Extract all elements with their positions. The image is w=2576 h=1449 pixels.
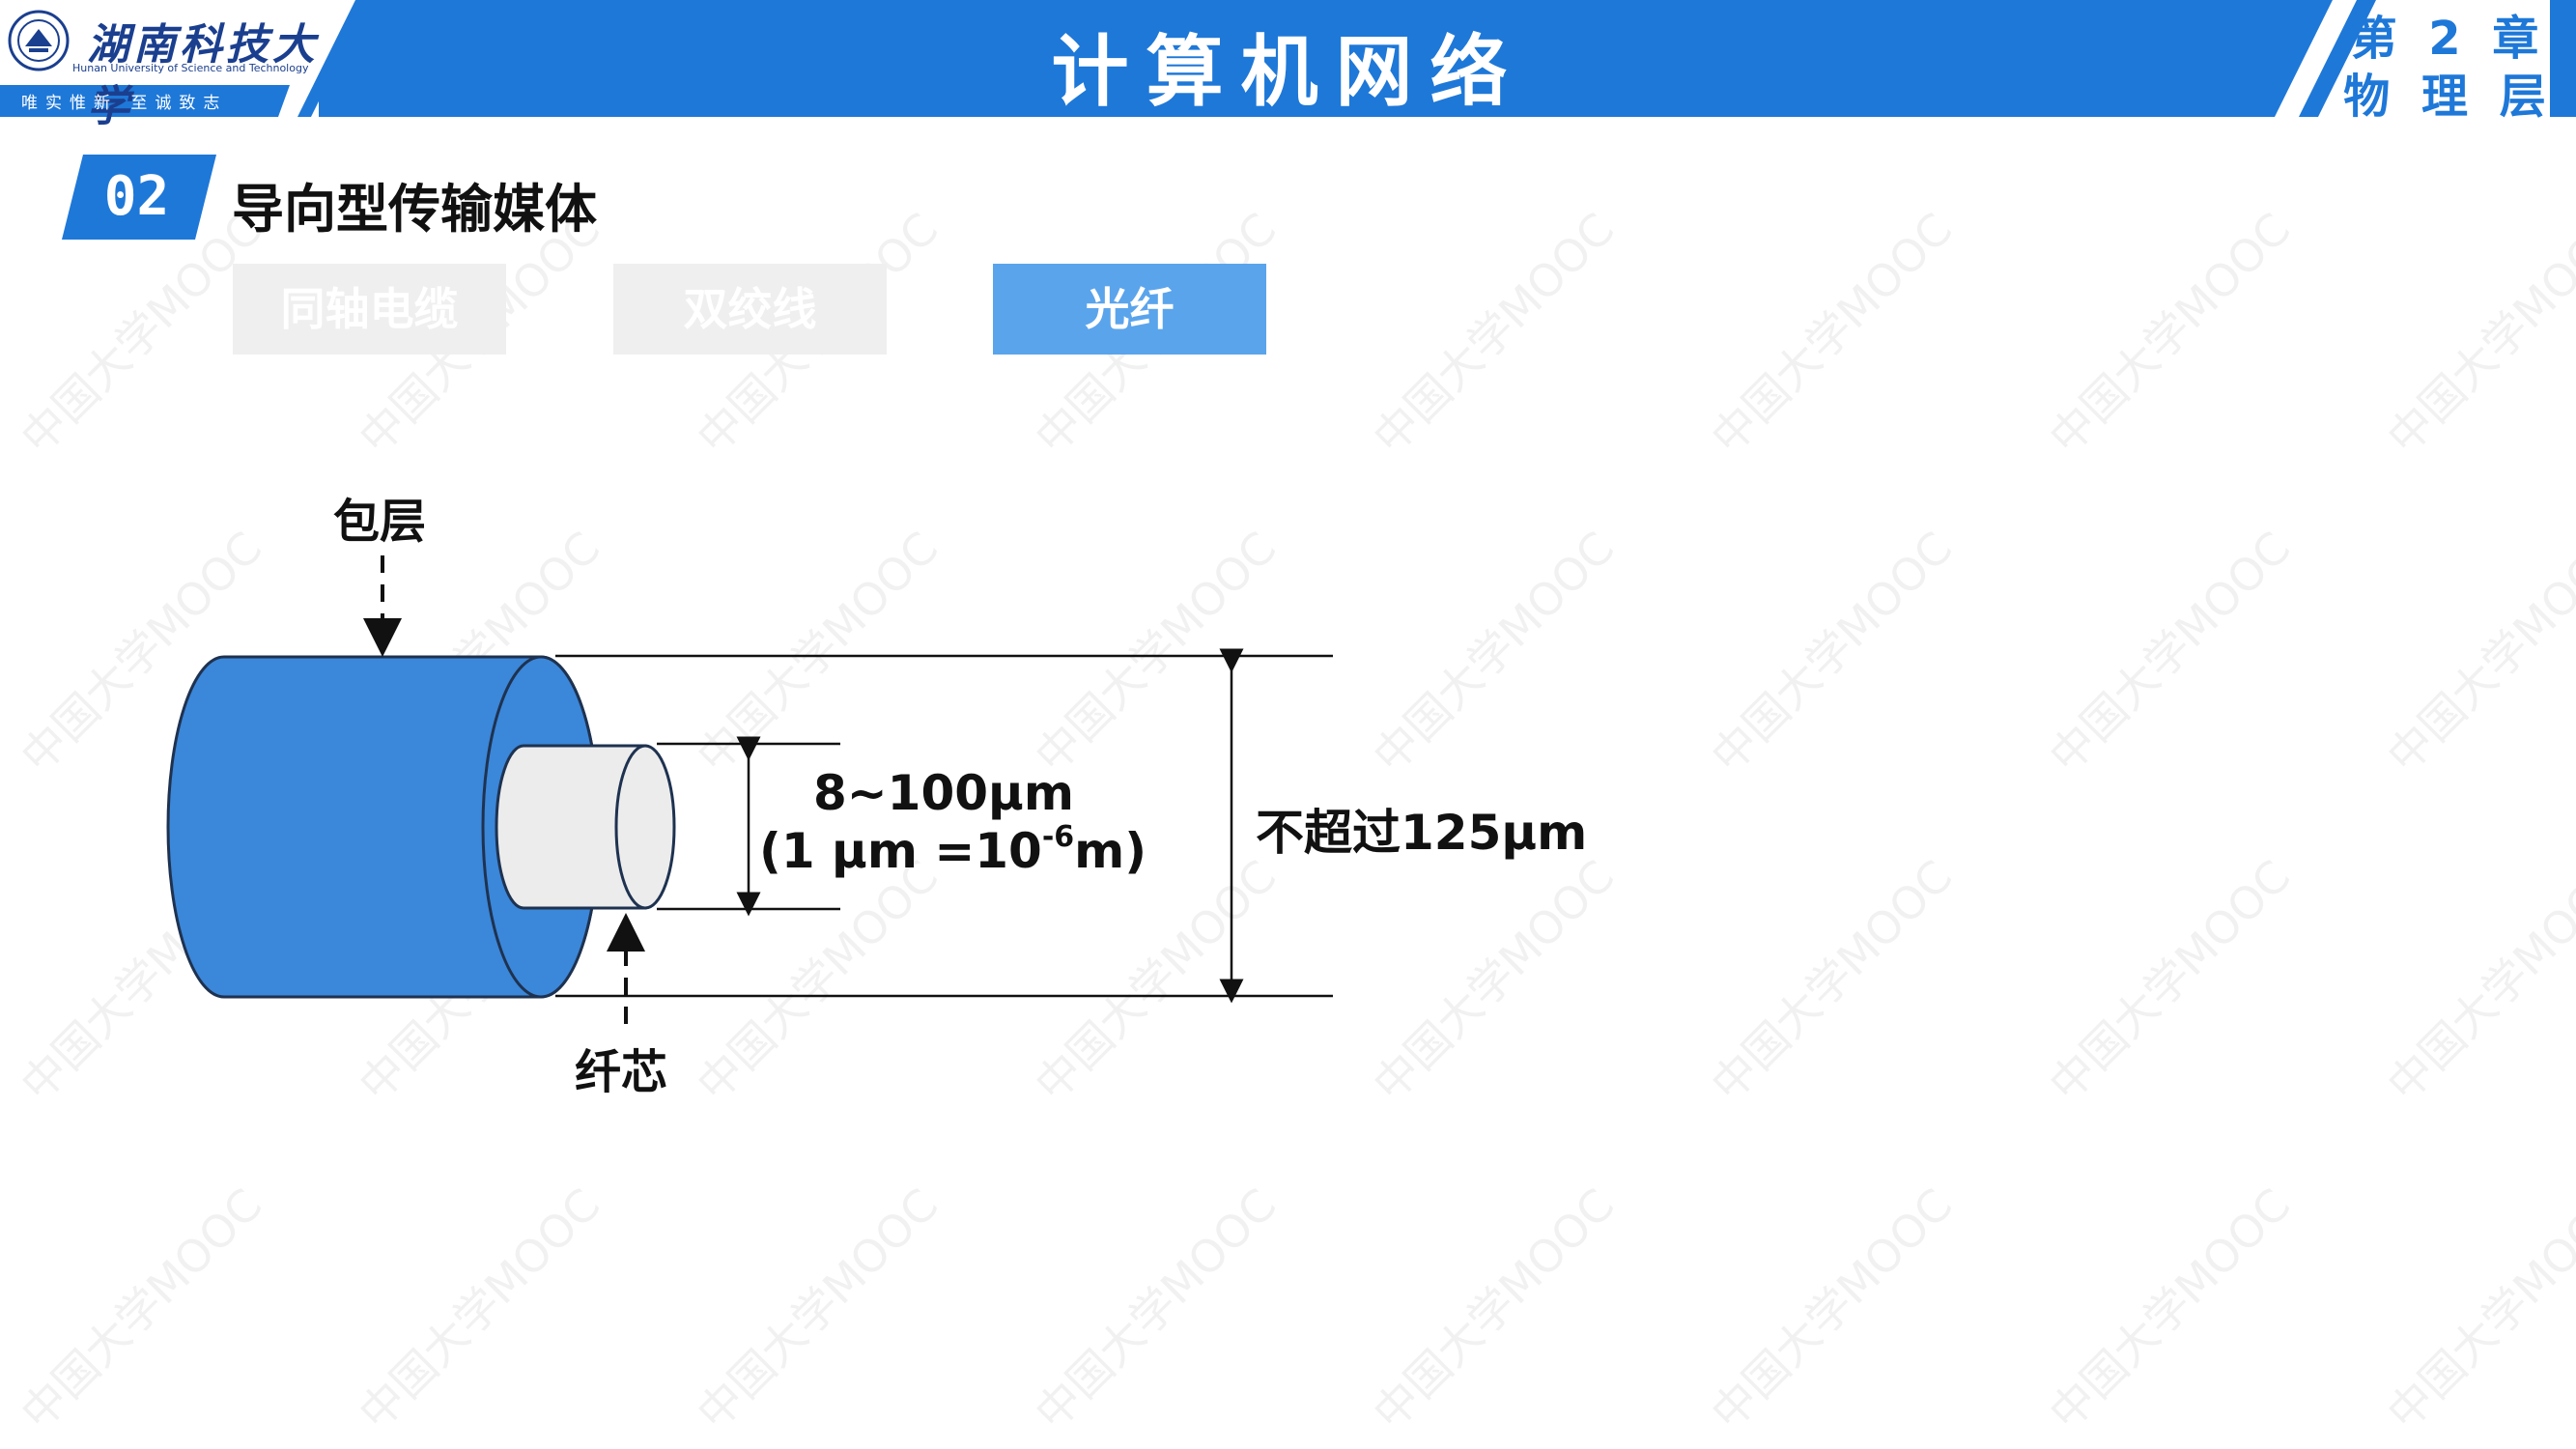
- university-logo[interactable]: 湖南科技大学 Hunan University of Science and T…: [0, 0, 319, 131]
- cladding-diameter-label: 不超过125µm: [1256, 805, 1588, 861]
- section-title: 导向型传输媒体: [232, 179, 597, 240]
- course-title: 计算机网络: [1051, 27, 1525, 117]
- core-cylinder: [495, 744, 676, 910]
- tab-optical-fiber[interactable]: 光纤: [993, 264, 1266, 355]
- unit-definition-label: (1 µm =10-6m): [759, 820, 1147, 880]
- university-motto: 唯实惟新 至诚致志: [21, 94, 228, 113]
- unit-note-suffix: m): [1074, 823, 1147, 879]
- university-emblem-icon: [8, 10, 70, 71]
- tab-coaxial-cable[interactable]: 同轴电缆: [233, 264, 506, 355]
- tab-twisted-pair[interactable]: 双绞线: [613, 264, 887, 355]
- unit-note-prefix: (1 µm =10: [759, 823, 1042, 879]
- core-diameter-label: 8~100µm: [813, 765, 1074, 821]
- core-label: 纤芯: [575, 1045, 668, 1099]
- chapter-topic: 物 理 层: [2343, 70, 2554, 124]
- section-number-badge: 02: [62, 155, 216, 240]
- university-name-cn: 湖南科技大学: [87, 20, 319, 131]
- chapter-number: 第 2 章: [2350, 12, 2547, 66]
- section-number: 02: [103, 165, 170, 228]
- header-band: [0, 0, 2576, 117]
- university-name-en: Hunan University of Science and Technolo…: [72, 62, 309, 74]
- unit-note-exponent: -6: [1041, 820, 1075, 854]
- cladding-label: 包层: [333, 495, 427, 549]
